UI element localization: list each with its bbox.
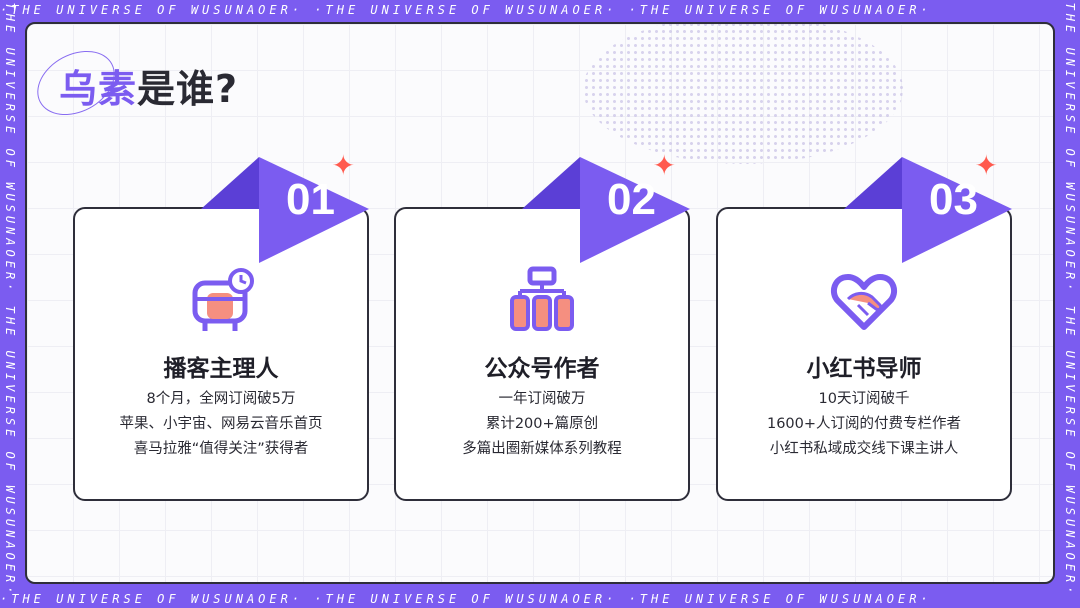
card-line: 10天订阅破千	[818, 391, 910, 407]
title-highlight: 乌素	[59, 67, 138, 111]
card-wechat: 02 ✦ 公众号作者 一年订阅破万 累计200+篇原创 多篇出圈新媒体系列教程	[394, 149, 690, 501]
card-heading: 播客主理人	[137, 349, 305, 383]
sparkle-icon: ✦	[652, 149, 676, 182]
frame-text-top: ·THE UNIVERSE OF WUSUNAOER· ·THE UNIVERS…	[0, 3, 932, 17]
card-line: 一年订阅破万	[498, 391, 586, 407]
podcast-icon	[192, 268, 254, 331]
frame-text-right: THE UNIVERSE OF WUSUNAOER· THE UNIVERSE …	[1063, 2, 1077, 598]
page-title: 乌素是谁?	[59, 58, 238, 113]
number-flag	[522, 157, 690, 263]
card-line: 喜马拉雅“值得关注”获得者	[133, 441, 309, 457]
card-line: 1600+人订阅的付费专栏作者	[766, 416, 962, 432]
frame-text-left: THE UNIVERSE OF WUSUNAOER· THE UNIVERSE …	[3, 2, 17, 598]
card-number: 01	[286, 175, 335, 224]
card-line: 苹果、小宇宙、网易云音乐首页	[119, 416, 323, 432]
card-line: 8个月，全网订阅破5万	[146, 391, 296, 407]
card-number: 02	[607, 175, 656, 224]
network-icon	[510, 266, 574, 331]
number-flag	[201, 157, 369, 263]
card-number: 03	[929, 175, 978, 224]
sparkle-icon: ✦	[331, 149, 355, 182]
card-line: 累计200+篇原创	[485, 416, 599, 432]
sparkle-icon: ✦	[974, 149, 998, 182]
dot-pattern-decoration	[583, 24, 903, 164]
card-xiaohongshu: 03 ✦ 小红书导师 10天订阅破千 1600+人订阅的付费专栏作者 小红书私域…	[716, 149, 1012, 501]
number-flag	[844, 157, 1012, 263]
slide-panel: 乌素是谁? 01 ✦ 播客主理人 8个月，全网订阅破5万 苹果、小宇宙、网易云音…	[25, 22, 1055, 584]
card-line: 小红书私域成交线下课主讲人	[769, 441, 959, 457]
frame-text-bottom: ·THE UNIVERSE OF WUSUNAOER· ·THE UNIVERS…	[0, 592, 932, 606]
card-podcast: 01 ✦ 播客主理人 8个月，全网订阅破5万 苹果、小宇宙、网易云音乐首页 喜马…	[73, 149, 369, 501]
heart-hands-icon	[830, 274, 898, 330]
card-line: 多篇出圈新媒体系列教程	[462, 441, 622, 457]
title-rest: 是谁?	[137, 67, 239, 111]
card-heading: 公众号作者	[458, 349, 626, 383]
card-heading: 小红书导师	[780, 349, 948, 383]
